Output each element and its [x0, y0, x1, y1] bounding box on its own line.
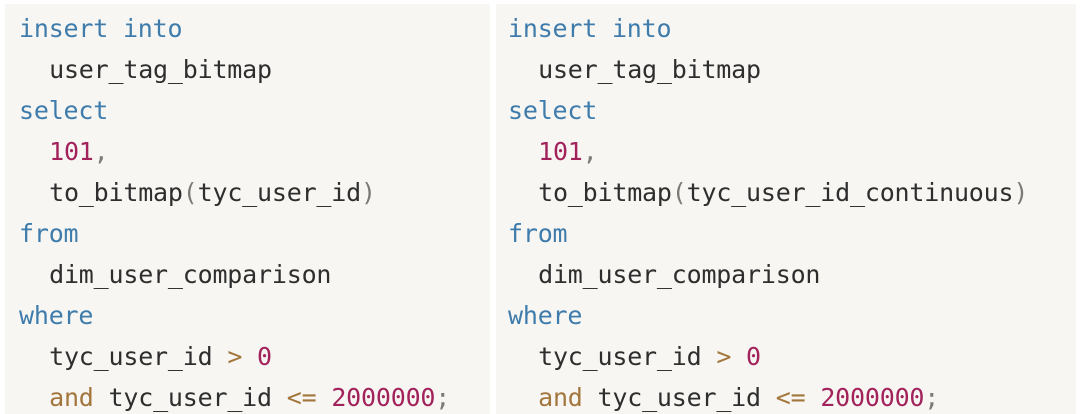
code-token-plain: [761, 383, 776, 412]
code-token-plain: [805, 383, 820, 412]
code-indent: [508, 49, 538, 90]
code-token-ident: tyc_user_id: [538, 342, 702, 371]
code-token-ident: dim_user_comparison: [538, 260, 821, 289]
code-line: 101,: [19, 131, 490, 172]
code-token-kw: from: [19, 219, 79, 248]
code-token-num: 101: [538, 137, 583, 166]
code-line: dim_user_comparison: [19, 254, 490, 295]
code-token-ident: dim_user_comparison: [49, 260, 332, 289]
code-token-kw: from: [508, 219, 568, 248]
code-token-kw: insert into: [19, 14, 183, 43]
code-token-plain: [94, 383, 109, 412]
code-indent: [508, 254, 538, 295]
code-line: insert into: [508, 8, 1076, 49]
code-token-punct: ): [1013, 178, 1029, 207]
code-token-kw: select: [19, 96, 109, 125]
code-token-ident: to_bitmap: [49, 178, 183, 207]
code-token-punct: ;: [924, 383, 940, 412]
code-token-punct: ;: [435, 383, 451, 412]
code-line: to_bitmap(tyc_user_id_continuous): [508, 172, 1076, 213]
code-token-op: >: [227, 342, 243, 371]
code-token-punct: ,: [93, 137, 109, 166]
code-token-num: 101: [49, 137, 94, 166]
code-line: tyc_user_id > 0: [19, 336, 490, 377]
code-token-plain: [583, 383, 598, 412]
code-token-plain: [212, 342, 227, 371]
code-token-ident: user_tag_bitmap: [538, 55, 761, 84]
code-token-plain: [242, 342, 257, 371]
code-line: user_tag_bitmap: [508, 49, 1076, 90]
code-indent: [508, 172, 538, 213]
code-line: 101,: [508, 131, 1076, 172]
code-line: insert into: [19, 8, 490, 49]
code-token-num: 0: [257, 342, 272, 371]
code-token-ident: to_bitmap: [538, 178, 672, 207]
code-token-op: >: [716, 342, 732, 371]
code-token-ident: user_tag_bitmap: [49, 55, 272, 84]
code-line: where: [508, 295, 1076, 336]
code-token-op: and: [538, 383, 583, 412]
code-indent: [19, 377, 49, 414]
code-indent: [19, 336, 49, 377]
code-token-kw: where: [508, 301, 583, 330]
code-line: and tyc_user_id <= 2000000;: [508, 377, 1076, 414]
code-token-punct: ,: [582, 137, 598, 166]
code-token-plain: [731, 342, 746, 371]
code-token-num: 0: [746, 342, 761, 371]
code-line: dim_user_comparison: [508, 254, 1076, 295]
code-indent: [508, 131, 538, 172]
code-token-ident: tyc_user_id: [597, 383, 762, 412]
code-token-op: <=: [775, 383, 806, 412]
code-token-plain: [701, 342, 716, 371]
code-token-ident: tyc_user_id: [108, 383, 273, 412]
code-token-kw: insert into: [508, 14, 672, 43]
code-indent: [19, 254, 49, 295]
code-indent: [508, 377, 538, 414]
code-line: and tyc_user_id <= 2000000;: [19, 377, 490, 414]
code-token-ident: tyc_user_id: [49, 342, 213, 371]
code-line: from: [508, 213, 1076, 254]
code-token-ident: tyc_user_id_continuous: [686, 178, 1014, 207]
code-token-plain: [272, 383, 287, 412]
code-token-plain: [316, 383, 331, 412]
code-indent: [19, 172, 49, 213]
code-line: user_tag_bitmap: [19, 49, 490, 90]
code-line: where: [19, 295, 490, 336]
code-token-num: 2000000: [820, 383, 925, 412]
code-indent: [19, 131, 49, 172]
code-token-op: and: [49, 383, 94, 412]
code-token-ident: tyc_user_id: [197, 178, 362, 207]
code-token-punct: (: [182, 178, 198, 207]
code-line: from: [19, 213, 490, 254]
code-line: tyc_user_id > 0: [508, 336, 1076, 377]
code-line: to_bitmap(tyc_user_id): [19, 172, 490, 213]
code-token-kw: select: [508, 96, 598, 125]
code-token-num: 2000000: [331, 383, 436, 412]
code-token-kw: where: [19, 301, 94, 330]
code-indent: [508, 336, 538, 377]
code-token-punct: ): [361, 178, 376, 207]
code-line: select: [508, 90, 1076, 131]
code-token-punct: (: [671, 178, 687, 207]
code-indent: [19, 49, 49, 90]
code-line: select: [19, 90, 490, 131]
code-token-op: <=: [286, 383, 317, 412]
